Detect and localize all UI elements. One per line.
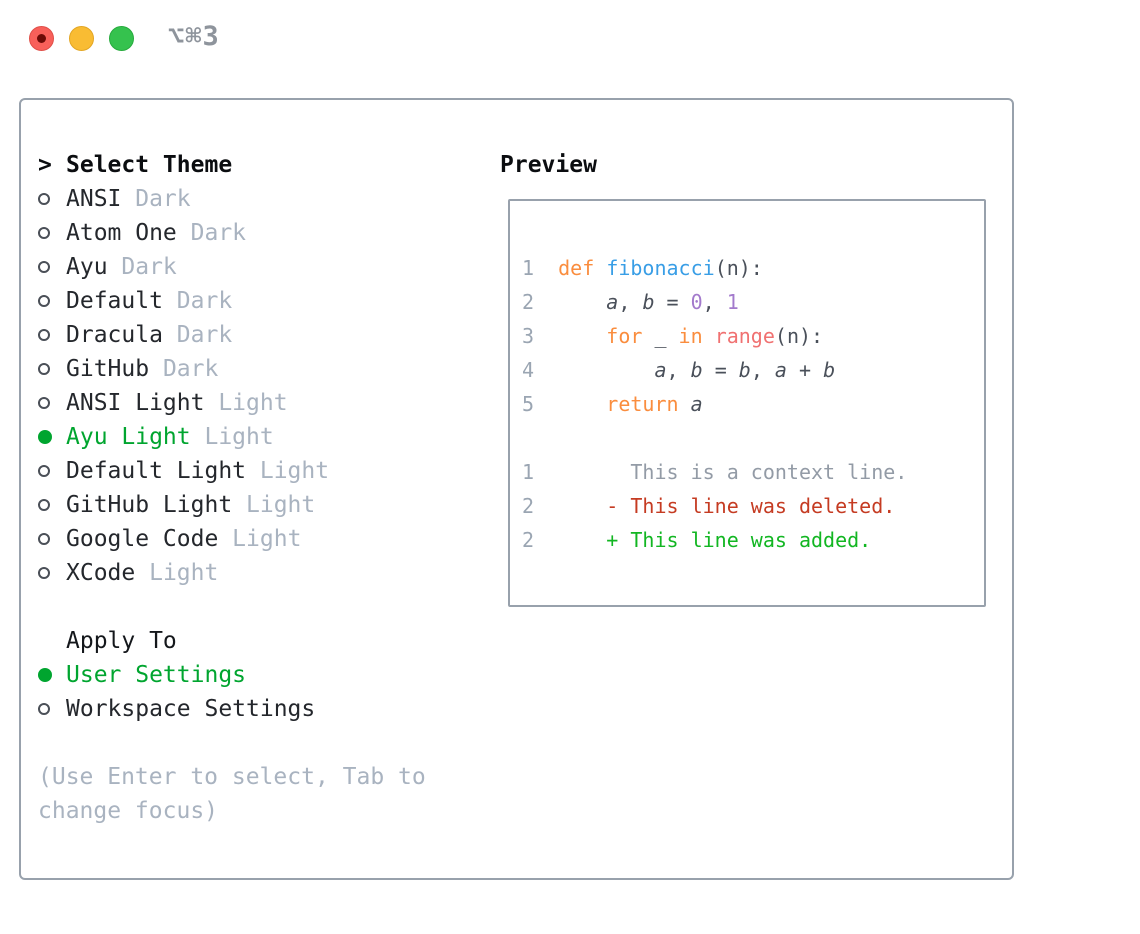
spacer <box>38 726 426 760</box>
preview-line: 2 - This line was deleted. <box>522 494 896 518</box>
radio-icon <box>38 465 66 477</box>
radio-selected-icon <box>38 668 66 682</box>
theme-option-ansi-light-light[interactable]: ANSI Light Light <box>38 386 426 420</box>
radio-icon <box>38 261 66 273</box>
hint-text: (Use Enter to select, Tab to change focus… <box>38 760 426 828</box>
radio-icon <box>38 363 66 375</box>
theme-name: GitHub Light <box>66 492 233 518</box>
close-button[interactable] <box>29 26 54 51</box>
select-theme-header-label: Select Theme <box>66 152 233 178</box>
theme-option-default-dark[interactable]: Default Dark <box>38 284 426 318</box>
apply-to-header-label: Apply To <box>66 628 177 654</box>
theme-option-xcode-light[interactable]: XCode Light <box>38 556 426 590</box>
theme-option-github-dark[interactable]: GitHub Dark <box>38 352 426 386</box>
radio-icon <box>38 703 66 715</box>
theme-option-ayu-dark[interactable]: Ayu Dark <box>38 250 426 284</box>
apply-option-workspace-settings[interactable]: Workspace Settings <box>38 692 426 726</box>
radio-selected-icon <box>38 430 66 444</box>
window-title-shortcut: ⌥⌘3 <box>168 21 220 52</box>
theme-option-google-code-light[interactable]: Google Code Light <box>38 522 426 556</box>
theme-option-ansi-dark[interactable]: ANSI Dark <box>38 182 426 216</box>
theme-option-github-light-light[interactable]: GitHub Light Light <box>38 488 426 522</box>
radio-icon <box>38 329 66 341</box>
preview-line: 2 + This line was added. <box>522 528 872 552</box>
theme-variant-label: Dark <box>107 254 177 280</box>
preview-line: 1 This is a context line. <box>522 460 908 484</box>
radio-icon <box>38 499 66 511</box>
theme-variant-label: Light <box>190 424 274 450</box>
apply-to-header: Apply To <box>38 624 426 658</box>
radio-icon <box>38 227 66 239</box>
theme-name: ANSI <box>66 186 122 212</box>
theme-option-dracula-dark[interactable]: Dracula Dark <box>38 318 426 352</box>
theme-option-atom-one-dark[interactable]: Atom One Dark <box>38 216 426 250</box>
apply-option-user-settings[interactable]: User Settings <box>38 658 426 692</box>
cursor-caret-icon: > <box>38 152 52 178</box>
window-titlebar: ⌥⌘3 <box>0 0 1140 74</box>
preview-line: 3 for _ in range(n): <box>522 324 824 348</box>
theme-name: Dracula <box>66 322 163 348</box>
hint-line: change focus) <box>38 798 219 824</box>
apply-option-label: Workspace Settings <box>66 696 316 722</box>
theme-variant-label: Dark <box>121 186 191 212</box>
preview-line <box>522 421 974 455</box>
theme-name: GitHub <box>66 356 150 382</box>
preview-line: 5 return a <box>522 392 703 416</box>
theme-name: Default <box>66 288 163 314</box>
preview-line: 2 a, b = 0, 1 <box>522 290 739 314</box>
theme-variant-label: Dark <box>162 288 233 314</box>
zoom-button[interactable] <box>109 26 134 51</box>
theme-variant-label: Light <box>246 458 330 484</box>
theme-variant-label: Dark <box>176 220 247 246</box>
theme-variant-label: Light <box>218 526 302 552</box>
theme-variant-label: Dark <box>162 322 233 348</box>
theme-option-ayu-light-light[interactable]: Ayu Light Light <box>38 420 426 454</box>
preview-box: 1 def fibonacci(n): 2 a, b = 0, 1 3 for _ … <box>508 199 986 607</box>
theme-option-default-light-light[interactable]: Default Light Light <box>38 454 426 488</box>
radio-icon <box>38 397 66 409</box>
preview-header-label: Preview <box>500 152 597 178</box>
apply-option-label: User Settings <box>66 662 247 688</box>
preview-line: 1 def fibonacci(n): <box>522 256 763 280</box>
theme-name: ANSI Light <box>66 390 205 416</box>
select-theme-header: > Select Theme <box>38 148 426 182</box>
theme-variant-label: Dark <box>149 356 219 382</box>
radio-icon <box>38 295 66 307</box>
spacer <box>38 590 426 624</box>
theme-variant-label: Light <box>135 560 219 586</box>
hint-line: (Use Enter to select, Tab to <box>38 764 426 790</box>
radio-icon <box>38 193 66 205</box>
theme-variant-label: Light <box>232 492 316 518</box>
minimize-button[interactable] <box>69 26 94 51</box>
theme-name: Default Light <box>66 458 247 484</box>
preview-line: 4 a, b = b, a + b <box>522 358 836 382</box>
theme-variant-label: Light <box>204 390 288 416</box>
theme-name: Ayu Light <box>66 424 191 450</box>
theme-name: XCode <box>66 560 136 586</box>
radio-icon <box>38 567 66 579</box>
code-block: 1 def fibonacci(n): 2 a, b = 0, 1 3 for _ … <box>522 251 974 557</box>
theme-name: Google Code <box>66 526 219 552</box>
theme-name: Atom One <box>66 220 177 246</box>
close-dot-icon <box>37 34 46 43</box>
theme-name: Ayu <box>66 254 108 280</box>
radio-icon <box>38 533 66 545</box>
